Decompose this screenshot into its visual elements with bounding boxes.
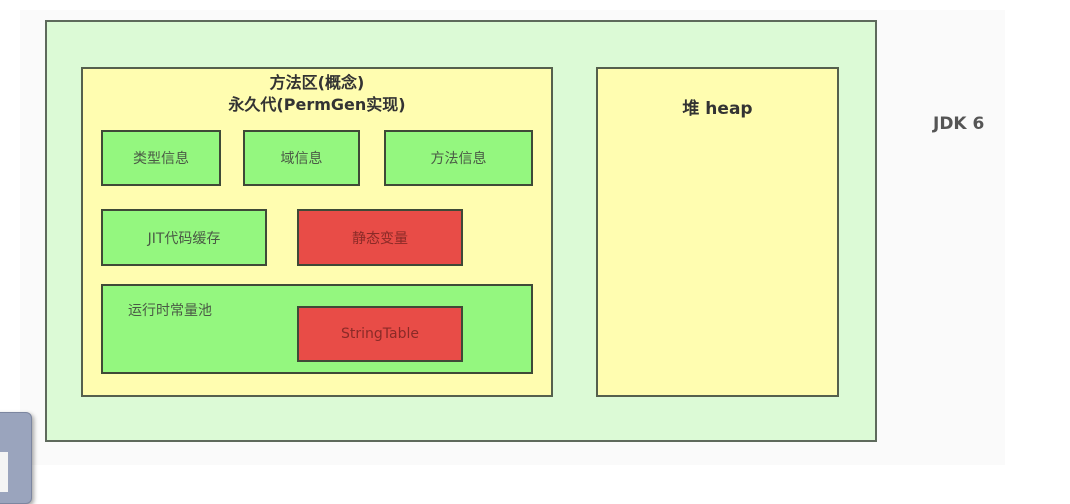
runtime-constant-pool-label: 运行时常量池: [128, 303, 212, 319]
jit-code-cache-label: JIT代码缓存: [147, 230, 221, 247]
type-info-box: 类型信息: [101, 130, 221, 186]
jit-code-cache-box: JIT代码缓存: [101, 209, 267, 266]
method-area-title: 方法区(概念) 永久代(PermGen实现): [81, 72, 553, 116]
static-variables-label: 静态变量: [352, 230, 408, 247]
field-info-label: 域信息: [280, 151, 323, 167]
heap-title: 堆 heap: [682, 99, 753, 119]
partial-window-content: [0, 452, 8, 492]
method-area-title-line1: 方法区(概念): [269, 73, 365, 92]
field-info-box: 域信息: [243, 130, 360, 186]
method-info-label: 方法信息: [430, 151, 487, 167]
string-table-label: StringTable: [341, 326, 419, 342]
method-info-box: 方法信息: [384, 130, 533, 186]
type-info-label: 类型信息: [133, 151, 189, 167]
static-variables-box: 静态变量: [297, 209, 463, 266]
string-table-box: StringTable: [297, 306, 463, 362]
jdk-version-label: JDK 6: [933, 114, 985, 134]
method-area-title-line2: 永久代(PermGen实现): [228, 95, 406, 114]
heap-area: [596, 67, 839, 397]
